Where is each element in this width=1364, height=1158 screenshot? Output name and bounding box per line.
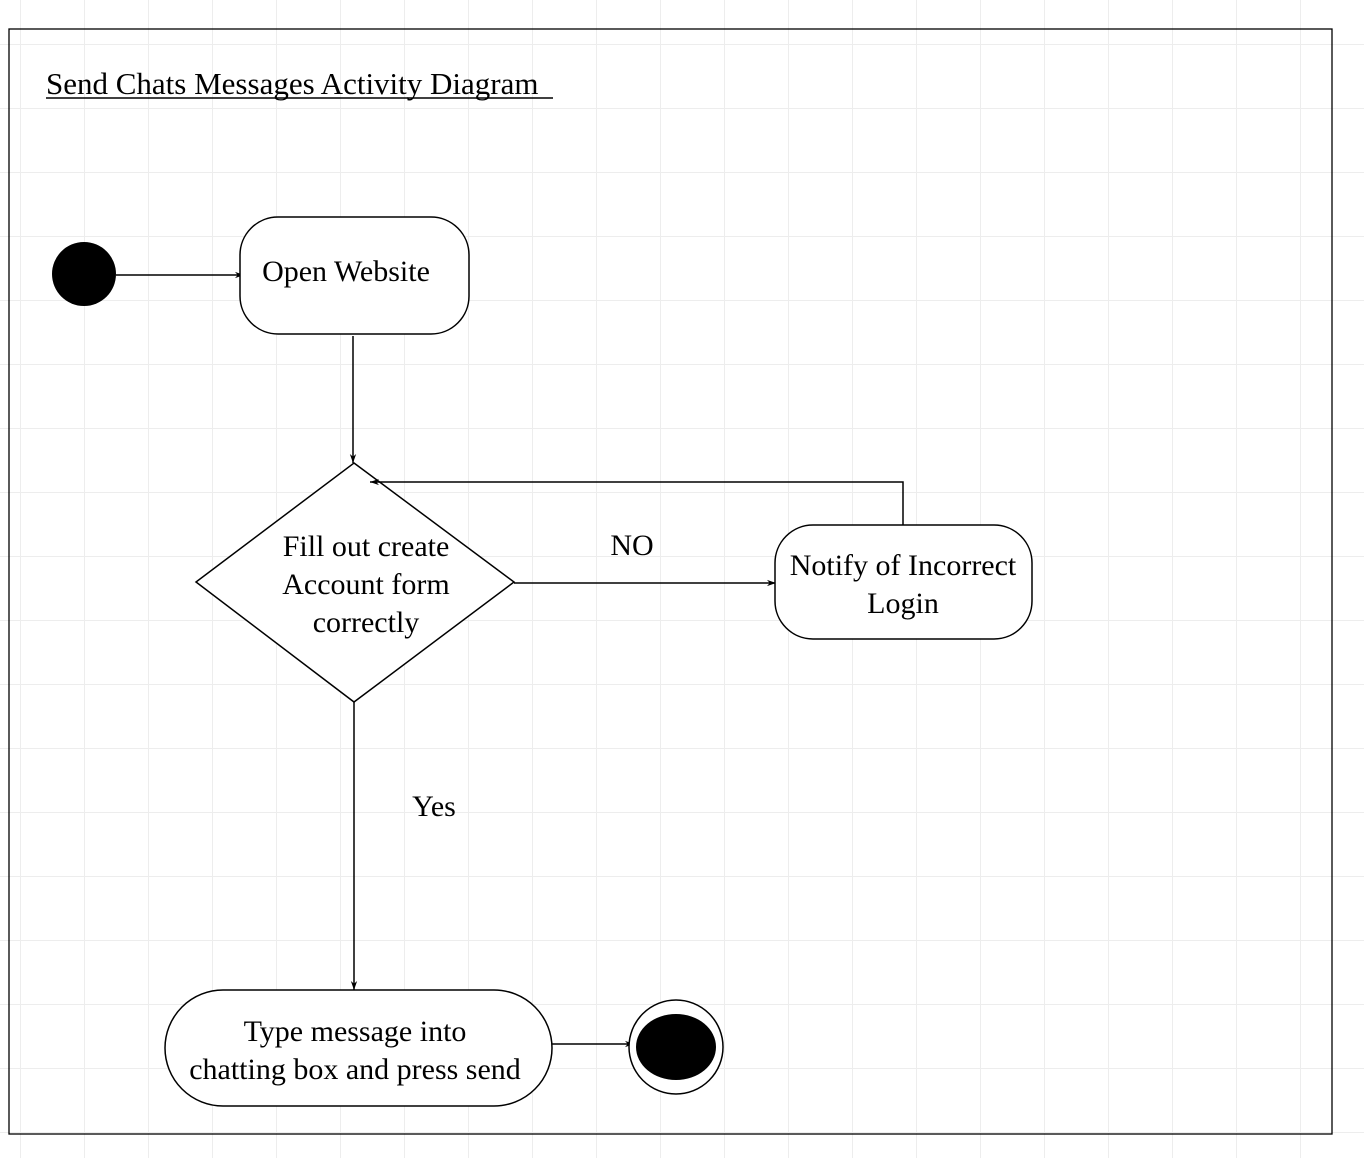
activity-open-website-label: Open Website [262,255,430,288]
edge-notify-to-decision[interactable] [370,478,904,525]
edge-no-label: NO [610,529,653,562]
activity-type-message-line1: Type message into [244,1015,467,1048]
decision-fill-form-line1: Fill out create [283,530,450,563]
activity-type-message-line2: chatting box and press send [189,1053,521,1086]
activity-open-website[interactable]: Open Website [239,216,470,335]
decision-fill-form-line3: correctly [313,606,420,639]
edge-yes-label: Yes [412,790,456,823]
activity-notify-line2: Login [867,587,939,620]
activity-type-message[interactable]: Type message into chatting box and press… [164,989,553,1107]
diagram-title: Send Chats Messages Activity Diagram [46,66,539,101]
decision-fill-form-line2: Account form [282,568,449,601]
initial-node[interactable] [52,242,116,306]
diagram-frame [8,28,1333,1135]
decision-fill-form[interactable]: Fill out create Account form correctly [194,462,516,703]
final-node[interactable] [628,999,724,1095]
activity-notify-incorrect-login[interactable]: Notify of Incorrect Login [774,524,1033,640]
activity-notify-line1: Notify of Incorrect [790,549,1017,582]
